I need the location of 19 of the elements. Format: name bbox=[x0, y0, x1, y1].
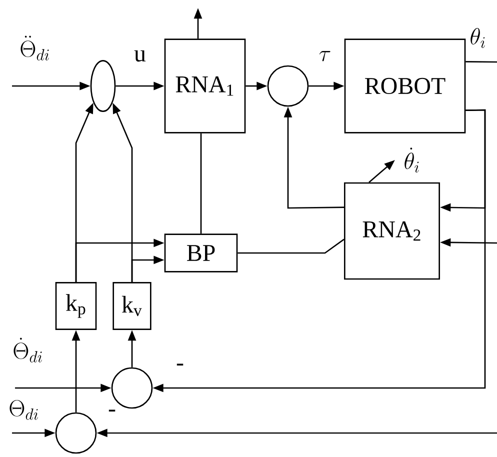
block-box: ROBOT bbox=[344, 38, 466, 134]
edge-label: $\dot{\theta}_i$ bbox=[402, 146, 422, 174]
edge-label: $\Theta_{di}$ bbox=[7, 399, 41, 421]
block-box: RNA$_{1}$ bbox=[164, 38, 246, 134]
edge-label: $\theta_i$ bbox=[468, 26, 488, 50]
edge-label: $\tau$ bbox=[317, 50, 333, 62]
summing-junction bbox=[267, 65, 309, 107]
sign-label: - bbox=[176, 364, 184, 366]
edge-label: u bbox=[132, 49, 148, 63]
summing-junction bbox=[55, 412, 97, 454]
summing-junction bbox=[90, 60, 116, 112]
block-box: BP bbox=[164, 234, 238, 272]
sign-label: - bbox=[108, 410, 116, 412]
edge-label: $\dot{\Theta}_{di}$ bbox=[11, 336, 45, 364]
summing-junction bbox=[111, 367, 153, 409]
block-box: k$_{v}$ bbox=[112, 282, 152, 330]
edge-label: $\ddot{\Theta}_{di}$ bbox=[18, 34, 52, 62]
block-box: k$_{p}$ bbox=[55, 282, 97, 330]
block-box: RNA$_{2}$ bbox=[344, 182, 440, 280]
